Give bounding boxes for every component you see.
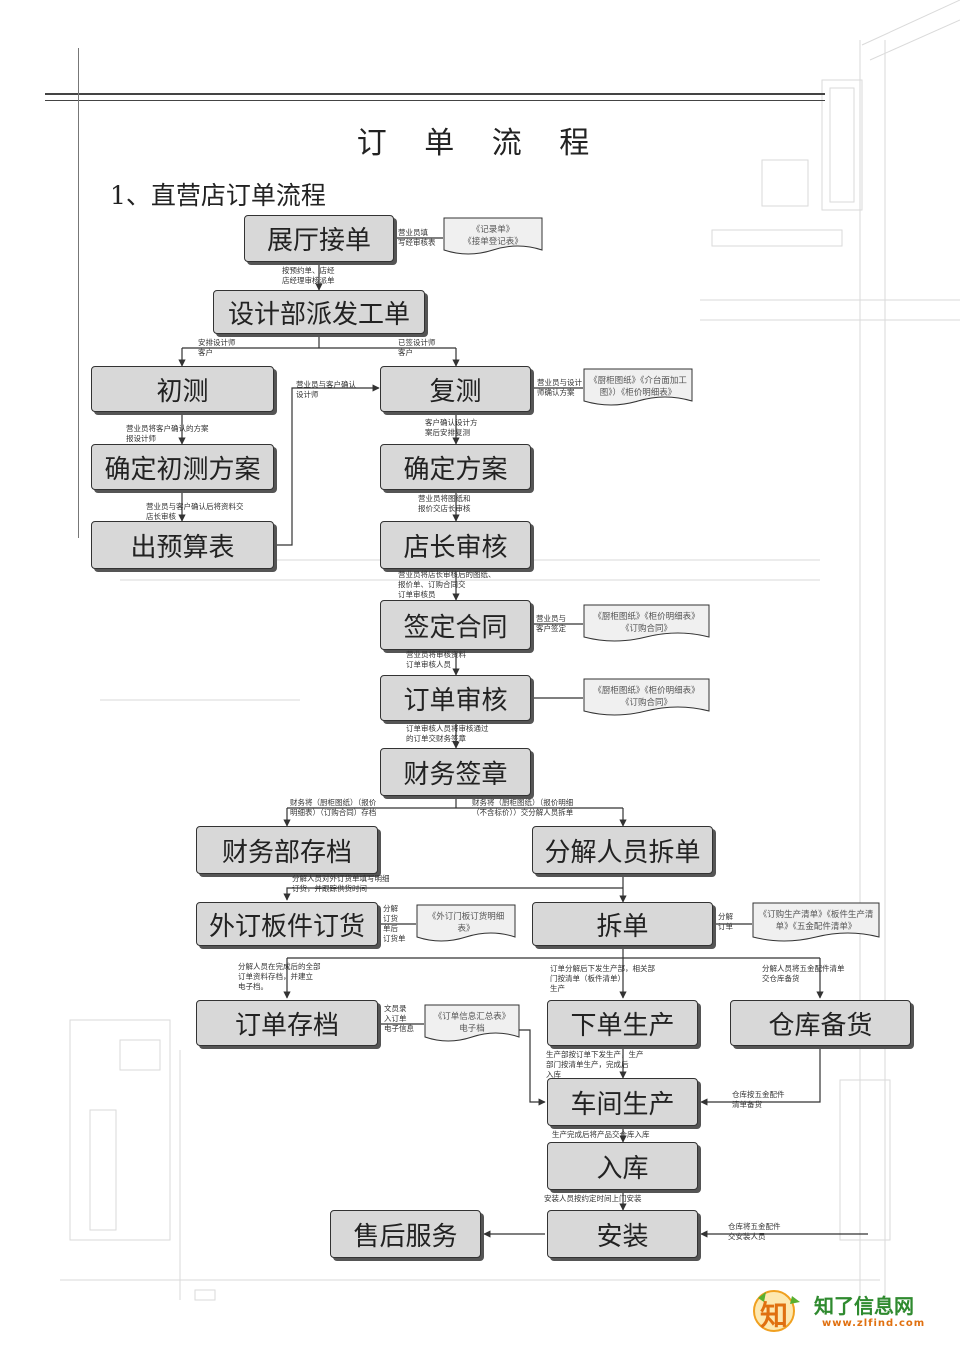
flow-note: 分解 订货 单后 订货单: [383, 904, 406, 943]
node-dingdan-cundang: 订单存档: [196, 1000, 378, 1046]
node-qianding-hetong: 签定合同: [380, 600, 531, 650]
node-anzhuang: 安装: [547, 1210, 698, 1258]
flow-note: 分解人员在完成后的全部 订单资料存档，并建立 电子档。: [238, 962, 321, 991]
document-text: 《外订门板订货明细表》: [427, 912, 505, 934]
flow-note: 生产完成后将产品交仓库入库: [552, 1130, 650, 1139]
document-shape: 《厨柜图纸》《柜价明细表》《订购合同》: [583, 678, 710, 720]
node-caiwu-cundang: 财务部存档: [196, 826, 378, 874]
flow-note: 按预约单、店经 店经理审核派单: [282, 266, 335, 285]
node-dianzhang-shenhe: 店长审核: [380, 521, 531, 569]
flow-note: 已签设计师 客户: [398, 338, 436, 357]
node-chaidan: 拆单: [532, 902, 713, 946]
flow-note: 营业员与客户确认后将资料交 店长审核: [146, 502, 244, 521]
header-rule-top: [45, 93, 825, 95]
document-shape: 《外订门板订货明细表》: [416, 904, 516, 946]
flow-note: 营业员填 写经审核表: [398, 228, 436, 247]
node-waiding-banjian: 外订板件订货: [196, 902, 378, 946]
document-text: 《厨柜图纸》《柜价明细表》《订购合同》: [593, 612, 700, 634]
node-caiwu-qianzhang: 财务签章: [380, 748, 531, 796]
logo-text: 知了信息网: [814, 1294, 914, 1318]
document-shape: 《厨柜图纸》《介台面加工图》）《柜价明细表》: [583, 368, 693, 410]
document-text: 《厨柜图纸》《柜价明细表》《订购合同》: [593, 686, 700, 708]
flow-note: 分解人员将五金配件清单 交仓库备货: [762, 964, 845, 983]
flow-note: 营业员将客户确认的方案 报设计师: [126, 424, 209, 443]
node-fenjie-chaidan: 分解人员拆单: [532, 826, 713, 874]
flow-note: 生产部按订单下发生产，生产 部门按清单生产，完成后 入库: [546, 1050, 644, 1079]
node-shouhou-fuwu: 售后服务: [330, 1210, 481, 1258]
logo-url: www.zlfind.com: [822, 1318, 926, 1329]
node-fuce: 复测: [380, 366, 531, 412]
node-queding-fangan: 确定方案: [380, 444, 531, 490]
node-chuce: 初测: [91, 366, 274, 412]
node-cangku-beihuo: 仓库备货: [730, 1000, 911, 1046]
flow-note: 文员录 入订单 电子信息: [384, 1004, 414, 1033]
flow-note: 财务将（厨柜图纸）（报价 明细表）（订购合同）存档: [290, 798, 377, 817]
left-margin-line: [78, 48, 79, 538]
document-text: 《记录单》 《接单登记表》: [463, 225, 523, 247]
flow-note: 订单分解后下发生产部，相关部 门按清单（板件清单） 生产: [550, 964, 655, 993]
node-shejibu-paifa: 设计部派发工单: [213, 290, 425, 334]
node-zhanting-jiedan: 展厅接单: [244, 215, 394, 262]
logo-mark-char: 知: [760, 1299, 789, 1332]
document-shape: 《订购生产清单》《板件生产清单》《五金配件清单》: [752, 902, 880, 946]
flow-note: 客户确认设计方 案后安排复测: [425, 418, 478, 437]
node-chejian-shengchan: 车间生产: [547, 1078, 698, 1126]
document-text: 《厨柜图纸》《介台面加工图》）《柜价明细表》: [589, 376, 687, 398]
node-xiadan-shengchan: 下单生产: [547, 1000, 698, 1046]
flow-note: 营业员与 客户签定: [536, 614, 566, 633]
flow-note: 分解 订单: [718, 912, 733, 931]
node-queding-chuce-fangan: 确定初测方案: [91, 444, 274, 490]
site-logo: 知 知了信息网 www.zlfind.com: [752, 1288, 952, 1338]
flow-note: 分解人员对外订货单填写明细 订货，并跟踪供货时间: [292, 874, 390, 893]
flow-note: 安排设计师 客户: [198, 338, 236, 357]
header-rule-bottom: [45, 100, 825, 101]
document-text: 《订单信息汇总表》电子档: [433, 1012, 511, 1034]
document-shape: 《订单信息汇总表》电子档: [424, 1004, 520, 1046]
logo-mark-icon: [753, 1290, 800, 1332]
flow-note: 安装人员按约定时间上门安装: [544, 1194, 642, 1203]
flow-note: 营业员与客户确认 设计师: [296, 380, 356, 399]
section-heading: 1、直营店订单流程: [110, 181, 326, 210]
flow-note: 仓库按五金配件 清单备货: [732, 1090, 785, 1109]
document-text: 《订购生产清单》《板件生产清单》《五金配件清单》: [758, 910, 874, 932]
document-shape: 《厨柜图纸》《柜价明细表》《订购合同》: [583, 604, 710, 646]
node-chu-yusuan-biao: 出预算表: [91, 521, 274, 569]
flow-note: 营业员将图纸和 报价交店长审核: [418, 494, 471, 513]
flow-note: 营业员将店长审核后的图纸、 报价单、订购合同交 订单审核员: [398, 570, 496, 599]
node-dingdan-shenhe: 订单审核: [380, 675, 531, 721]
node-ruku: 入库: [547, 1142, 698, 1190]
flow-note: 订单审核人员将审核通过 的订单交财务签章: [406, 724, 489, 743]
document-shape: 《记录单》 《接单登记表》: [443, 217, 543, 259]
flow-note: 财务将（厨柜图纸）（报价明细 （不含标价））交分解人员拆单: [472, 798, 574, 817]
flow-note: 营业员将审核资料 订单审核人员: [406, 650, 466, 669]
page-title: 订 单 流 程: [356, 126, 604, 161]
flow-note: 仓库将五金配件 交安装人员: [728, 1222, 781, 1241]
flow-note: 营业员与设计 师确认方案: [537, 378, 582, 397]
